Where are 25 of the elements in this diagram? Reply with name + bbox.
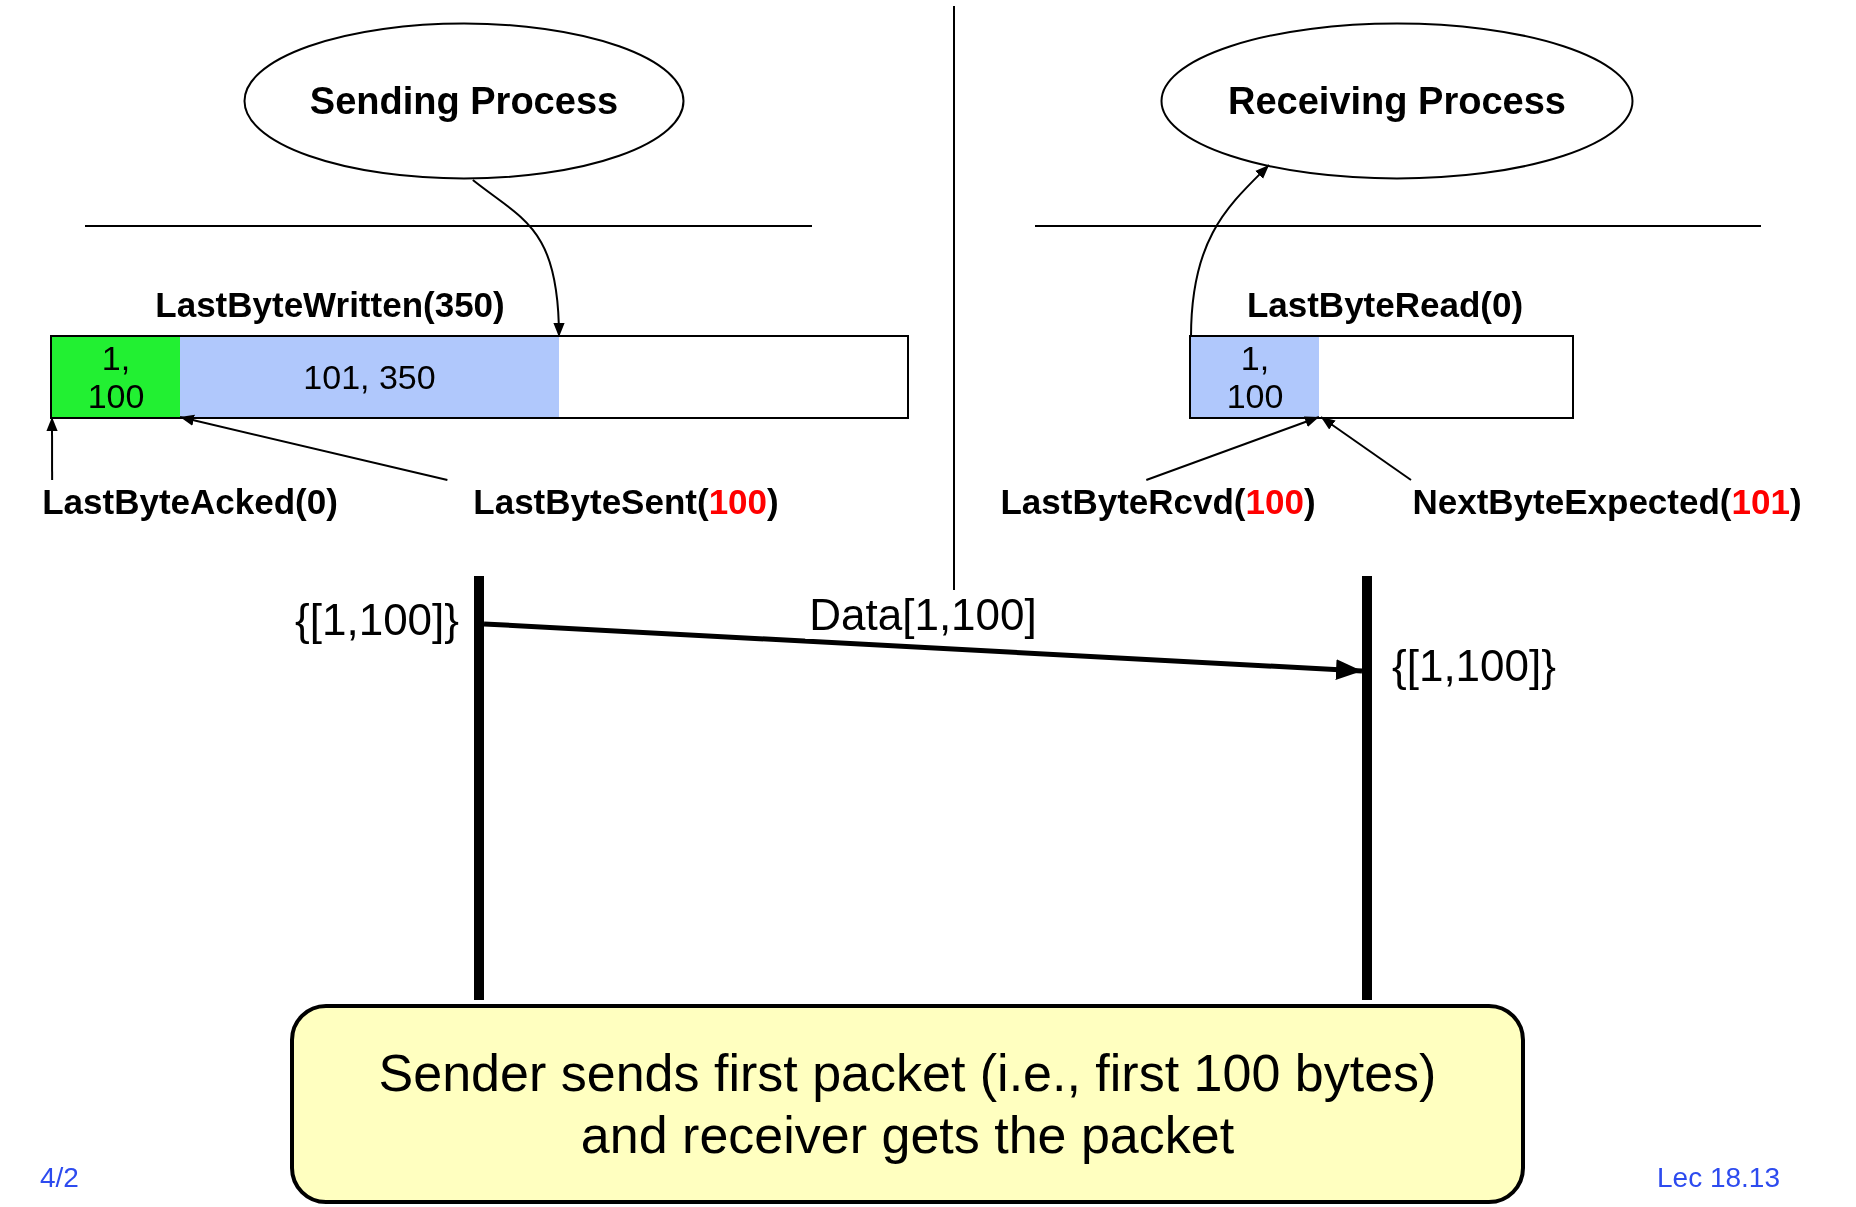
sequence-set: {[1,100]} [295, 594, 459, 646]
arrow [1319, 416, 1412, 481]
page-number: 4/2 [40, 1161, 79, 1195]
arrow [1145, 416, 1320, 481]
arrow [471, 179, 565, 338]
timeline-bar [1362, 576, 1372, 1000]
buffer-segment: 1, 100 [52, 337, 180, 417]
process-label: Sending Process [309, 78, 619, 124]
pointer-label: LastByteWritten(350) [155, 283, 505, 326]
arrow [179, 414, 449, 481]
pointer-label: LastByteAcked(0) [10, 480, 370, 524]
buffer-segment: 101, 350 [180, 337, 559, 417]
timeline-bar [474, 576, 484, 1000]
callout-box: Sender sends first packet (i.e., first 100 bytes) and receiver gets the packet [290, 1004, 1525, 1204]
sequence-set: {[1,100]} [1392, 640, 1556, 692]
pointer-label: LastByteSent(100) [436, 480, 816, 524]
arrow [483, 621, 1363, 680]
buffer-segment: 1, 100 [1191, 337, 1319, 417]
pointer-label: NextByteExpected(101) [1362, 480, 1852, 524]
arrow [1190, 164, 1270, 338]
pointer-label: LastByteRead(0) [1246, 283, 1524, 326]
arrow [46, 416, 58, 481]
process-label: Receiving Process [1228, 78, 1566, 124]
pointer-label: LastByteRcvd(100) [963, 480, 1353, 524]
slide-number: Lec 18.13 [1657, 1161, 1780, 1195]
